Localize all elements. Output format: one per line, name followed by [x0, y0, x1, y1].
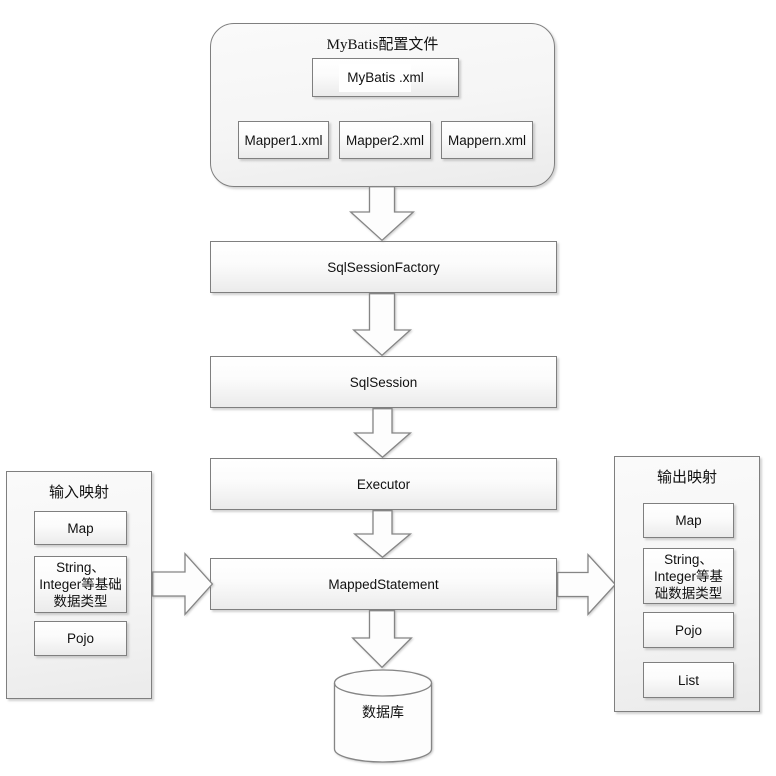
- output-pojo-box: Pojo: [643, 612, 734, 648]
- sqlsession-box: SqlSession: [210, 356, 557, 408]
- sqlsession-label: SqlSession: [349, 374, 418, 390]
- mappern-box: Mappern.xml: [441, 121, 533, 159]
- input-pojo-box: Pojo: [34, 621, 127, 656]
- output-map-box: Map: [643, 503, 734, 538]
- arrow-executor-to-mappedstatement-icon: [352, 510, 413, 559]
- mapper2-box: Mapper2.xml: [339, 121, 431, 159]
- input-basic-types-box: String、Integer等基础数据类型: [34, 556, 127, 613]
- database-cylinder-icon: [333, 669, 433, 763]
- output-mapping-title: 输出映射: [656, 470, 717, 486]
- output-list-box: List: [643, 662, 734, 698]
- sqlsessionfactory-box: SqlSessionFactory: [210, 241, 557, 293]
- mappedstatement-label: MappedStatement: [328, 576, 439, 592]
- output-basic-types-box: String、Integer等基础数据类型: [643, 548, 734, 604]
- mappedstatement-box: MappedStatement: [210, 558, 557, 610]
- arrow-config-to-factory-icon: [349, 186, 415, 242]
- mapper2-label: Mapper2.xml: [345, 132, 425, 148]
- sqlsessionfactory-label: SqlSessionFactory: [327, 259, 440, 275]
- mybatis-xml-box: MyBatis .xml: [312, 58, 459, 97]
- executor-box: Executor: [210, 458, 557, 510]
- input-map-label: Map: [67, 520, 94, 536]
- input-map-box: Map: [34, 511, 127, 545]
- config-group-title: MyBatis配置文件: [326, 37, 439, 53]
- mapper1-label: Mapper1.xml: [244, 132, 323, 148]
- output-pojo-label: Pojo: [674, 622, 703, 638]
- arrow-mappedstatement-to-database-icon: [351, 610, 413, 669]
- mappern-label: Mappern.xml: [447, 132, 527, 148]
- arrow-input-to-mappedstatement-icon: [152, 552, 214, 616]
- mapper1-box: Mapper1.xml: [238, 121, 329, 159]
- executor-label: Executor: [356, 476, 411, 492]
- output-map-label: Map: [675, 513, 702, 528]
- config-files-group: MyBatis配置文件 MyBatis .xml Mapper1.xml Map…: [210, 23, 555, 187]
- input-basic-types-label: String、Integer等基础数据类型: [39, 560, 122, 609]
- arrow-mappedstatement-to-output-icon: [557, 553, 617, 616]
- mybatis-xml-label: MyBatis .xml: [347, 70, 424, 85]
- arrow-factory-to-session-icon: [351, 293, 413, 357]
- output-list-label: List: [677, 672, 699, 688]
- white-patch: [339, 64, 411, 92]
- output-basic-types-label: String、Integer等基础数据类型: [653, 551, 724, 601]
- arrow-session-to-executor-icon: [352, 408, 413, 459]
- output-mapping-group: 输出映射 Map String、Integer等基础数据类型 Pojo List: [614, 456, 760, 712]
- input-mapping-title: 输入映射: [48, 485, 109, 501]
- database-label: 数据库: [362, 706, 404, 721]
- input-mapping-group: 输入映射 Map String、Integer等基础数据类型 Pojo: [6, 471, 152, 699]
- input-pojo-label: Pojo: [66, 631, 95, 646]
